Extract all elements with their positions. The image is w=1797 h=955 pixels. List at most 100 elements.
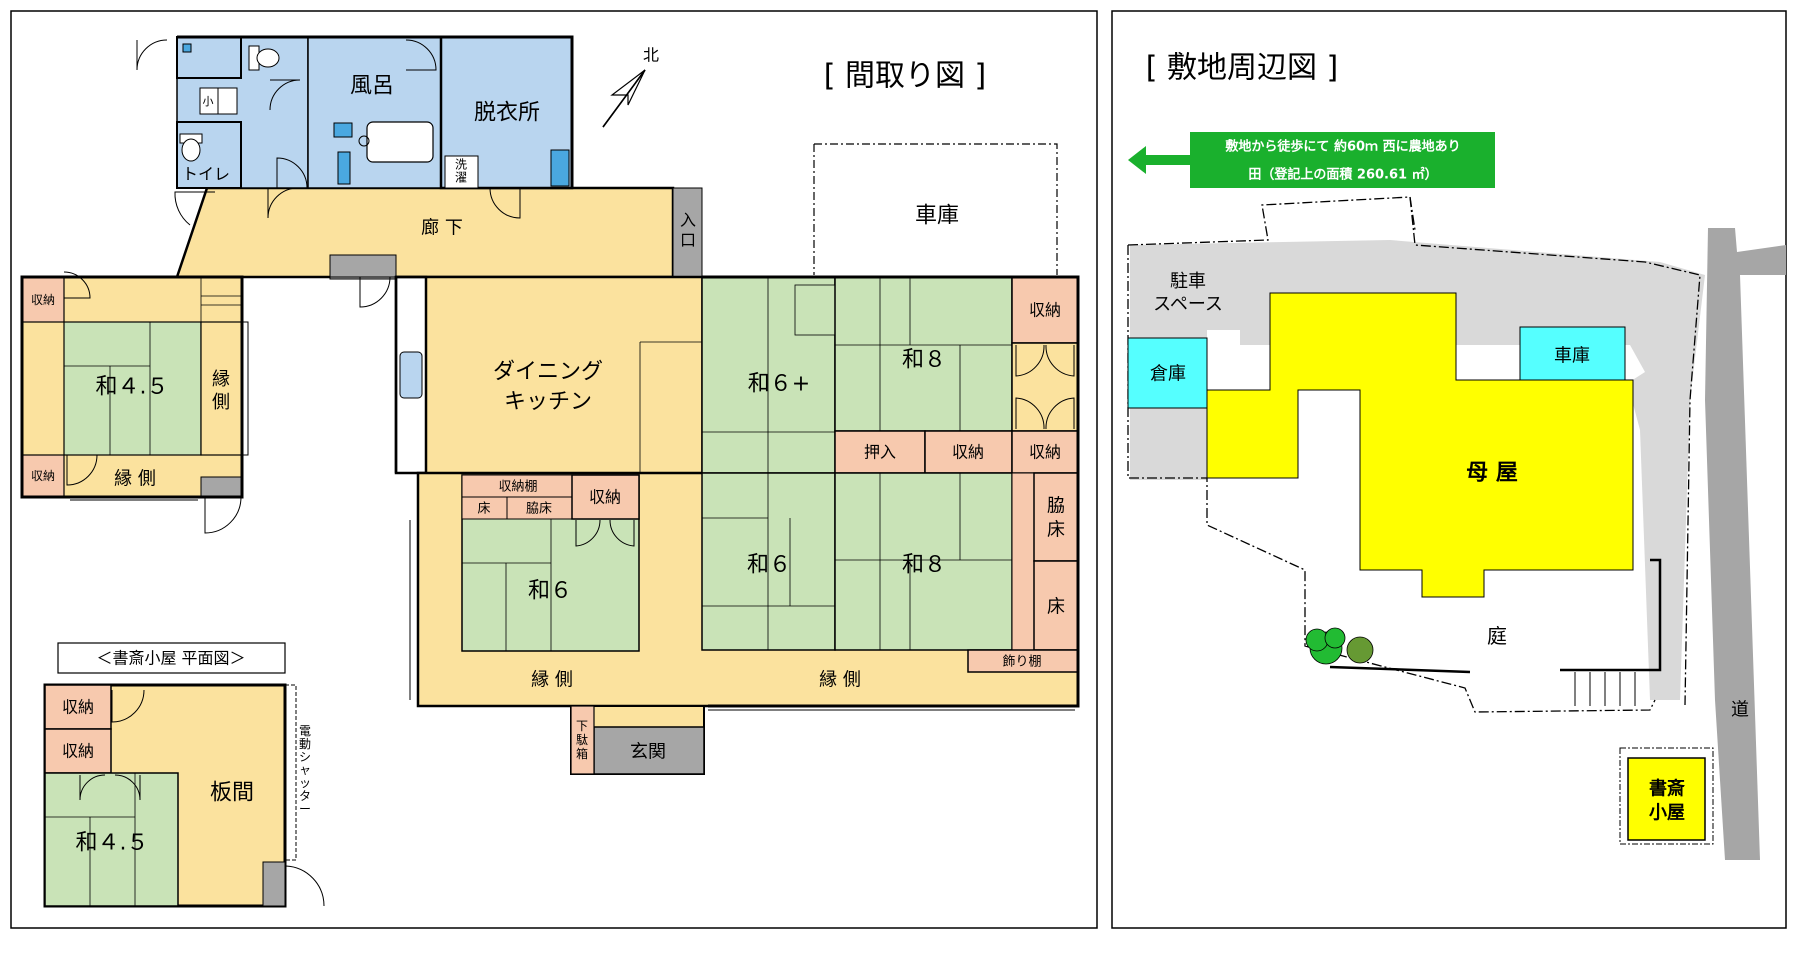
genkan (593, 726, 705, 775)
west-step (200, 476, 243, 498)
west-washitsu (63, 321, 202, 456)
study-washitsu (44, 772, 179, 907)
west-engawa-bottom-label: 縁 側 (114, 468, 156, 489)
entrance-side-label: 入口 (680, 211, 696, 250)
study-storage-1-label: 収納 (62, 698, 94, 717)
study-step (262, 861, 286, 907)
oshiire-label: 押入 (864, 443, 896, 462)
tokonoma-small-label: 床 (477, 502, 490, 517)
tree-icon (1305, 627, 1374, 665)
side-strip (1011, 472, 1035, 651)
oshiire (834, 430, 926, 474)
study-itanoma-label: 板間 (210, 781, 254, 806)
study-shutter-label: 電動シャッター (299, 724, 311, 816)
property-boundary (1127, 196, 1701, 713)
wakidoko-small-label: 脇床 (526, 502, 552, 517)
toilet-bowl-icon (248, 45, 280, 71)
main-house (1206, 292, 1634, 598)
study-hut-site (1627, 757, 1706, 841)
siteplan-title: [ 敷地周辺図 ] (1146, 51, 1338, 86)
study-storage-2 (44, 728, 112, 774)
study-hut-site-label: 書斎小屋 (1649, 777, 1685, 823)
closet-doors (1011, 342, 1079, 432)
wet-area-outer-wall (177, 35, 574, 188)
garden-wall (1329, 665, 1471, 674)
getabako (570, 705, 595, 775)
washitsu-8-north (834, 276, 1013, 432)
engawa-south-left-label: 縁 側 (531, 669, 573, 690)
bath-faucet (333, 122, 353, 138)
west-washitsu-label: 和４.５ (96, 375, 169, 400)
washer-space (444, 155, 479, 189)
study-title-box (57, 642, 286, 674)
storage-mid (924, 430, 1013, 474)
west-engawa-vertical (200, 321, 243, 456)
kitchen-sink (399, 351, 423, 399)
wakidoko (1033, 472, 1079, 562)
engawa-south-right-label: 縁 側 (819, 669, 861, 690)
road-label: 道 (1731, 699, 1749, 720)
kazaridana-label: 飾り棚 (1002, 655, 1041, 670)
toilet-cubicle (176, 121, 242, 189)
dining-kitchen (395, 276, 703, 474)
farmland-note-line-1: 敷地から徒歩にて 約60ｍ 西に農地あり (1225, 139, 1460, 155)
storage-by-6 (571, 474, 640, 520)
site-garage (1519, 326, 1626, 382)
wakidoko-label: 脇床 (1047, 495, 1065, 540)
hallway-label: 廊 下 (421, 217, 463, 238)
toilet-small-sink (182, 43, 192, 53)
storage-mid-label: 収納 (952, 443, 984, 462)
storehouse (1127, 337, 1208, 409)
dressing-sink (550, 149, 570, 187)
garden-steps-wall (1560, 558, 1662, 672)
north-arrow-icon (602, 69, 646, 128)
urinal-label: 小 (203, 95, 214, 108)
toilet-label: トイレ (182, 165, 230, 184)
site-garage-label: 車庫 (1554, 345, 1590, 366)
toilet-bowl-icon-2 (179, 133, 203, 162)
arrow-left-icon (1128, 146, 1146, 174)
tokonoma-label: 床 (1047, 596, 1065, 617)
garage-label: 車庫 (915, 204, 959, 229)
storage-ne (1011, 276, 1079, 344)
washitsu-8-south-label: 和８ (902, 553, 946, 578)
study-title: ＜書斎小屋 平面図＞ (96, 649, 245, 668)
toilet-cubicle-top (176, 36, 242, 79)
farmland-note-box (1190, 132, 1495, 188)
study-storage-2-label: 収納 (62, 742, 94, 761)
main-house-label: 母 屋 (1466, 461, 1518, 486)
shelf-storage-label: 収納棚 (498, 480, 537, 495)
road (1705, 228, 1786, 860)
storehouse-label: 倉庫 (1150, 363, 1186, 384)
tokonoma (1033, 560, 1079, 651)
washitsu-6-south-label: 和６ (528, 579, 572, 604)
study-storage-1 (44, 684, 112, 730)
floorplan-title: [ 間取り図 ] (824, 59, 986, 94)
storage-ne-label: 収納 (1029, 301, 1061, 320)
genkan-label: 玄関 (630, 741, 666, 762)
washitsu-8-north-label: 和８ (902, 348, 946, 373)
washitsu-6plus-label: 和６+ (748, 372, 810, 397)
hall-step (329, 254, 397, 278)
farmland-note-line-2: 田（登記上の面積 260.61 ㎡） (1248, 167, 1437, 183)
storage-mid-right (1011, 430, 1079, 474)
west-storage-top-label: 収納 (31, 293, 55, 307)
bath-sink (337, 151, 351, 185)
west-engawa-vertical-label: 縁側 (212, 369, 230, 413)
toilet-block (176, 36, 309, 189)
west-storage-bottom-label: 収納 (31, 469, 55, 483)
garage-outline (813, 143, 1058, 275)
bathtub (366, 121, 434, 163)
getabako-label: 下駄箱 (576, 719, 588, 761)
storage-mid-right-label: 収納 (1029, 443, 1061, 462)
storage-by-6-label: 収納 (589, 488, 621, 507)
dressing-label: 脱衣所 (474, 101, 540, 126)
bath-label: 風呂 (350, 74, 394, 99)
study-washitsu-label: 和４.５ (76, 831, 149, 856)
north-label: 北 (643, 46, 659, 65)
parking-label: 駐車スペース (1153, 271, 1223, 315)
west-storage-bottom (21, 454, 65, 498)
washitsu-6-center-label: 和６ (747, 553, 791, 578)
